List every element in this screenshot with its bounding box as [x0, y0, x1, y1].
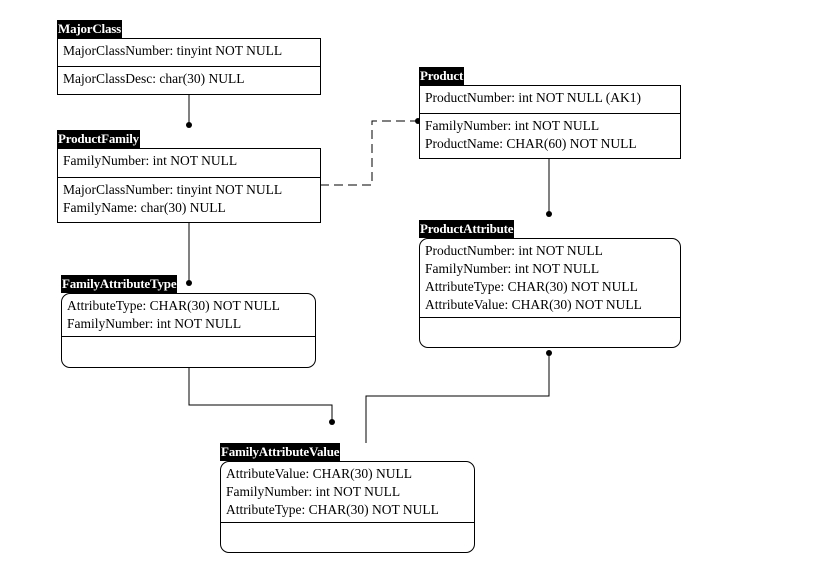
entity-body: AttributeValue: CHAR(30) NULL FamilyNumb… — [220, 461, 475, 553]
entity-body: FamilyNumber: int NOT NULL MajorClassNum… — [57, 148, 321, 223]
entity-title: FamilyAttributeType — [61, 275, 178, 293]
attribute: FamilyNumber: int NOT NULL — [425, 118, 600, 133]
key-section: ProductNumber: int NOT NULL FamilyNumber… — [420, 239, 680, 318]
entity-body: ProductNumber: int NOT NULL FamilyNumber… — [419, 238, 681, 348]
rel-product-productattribute-dot — [546, 211, 552, 217]
entity-title: FamilyAttributeValue — [220, 443, 341, 461]
key-section: MajorClassNumber: tinyint NOT NULL — [58, 39, 320, 67]
key-attribute: AttributeType: CHAR(30) NOT NULL — [226, 502, 439, 517]
key-attribute: ProductNumber: int NOT NULL — [425, 243, 603, 258]
attribute-section: FamilyNumber: int NOT NULL ProductName: … — [420, 114, 680, 153]
rel-familyattributevalue-productattribute — [365, 355, 550, 443]
entity-title: MajorClass — [57, 20, 122, 38]
entity-body: AttributeType: CHAR(30) NOT NULL FamilyN… — [61, 293, 316, 368]
key-section: AttributeType: CHAR(30) NOT NULL FamilyN… — [62, 294, 315, 337]
attribute-section — [420, 318, 680, 321]
rel-familyattributevalue-productattribute-dot — [546, 350, 552, 356]
key-section: AttributeValue: CHAR(30) NULL FamilyNumb… — [221, 462, 474, 523]
entity-title: ProductAttribute — [419, 220, 515, 238]
entity-title: ProductFamily — [57, 130, 140, 148]
entity-body: MajorClassNumber: tinyint NOT NULL Major… — [57, 38, 321, 95]
key-attribute: FamilyNumber: int NOT NULL — [425, 261, 600, 276]
entity-productattribute[interactable]: ProductAttribute ProductNumber: int NOT … — [419, 220, 681, 348]
entity-familyattributevalue[interactable]: FamilyAttributeValue AttributeValue: CHA… — [220, 443, 475, 553]
attribute: ProductName: CHAR(60) NOT NULL — [425, 136, 637, 151]
entity-body: ProductNumber: int NOT NULL (AK1) Family… — [419, 85, 681, 159]
key-attribute: AttributeType: CHAR(30) NOT NULL — [425, 279, 638, 294]
entity-familyattributetype[interactable]: FamilyAttributeType AttributeType: CHAR(… — [61, 275, 316, 368]
key-attribute: AttributeValue: CHAR(30) NULL — [226, 466, 412, 481]
attribute: MajorClassDesc: char(30) NULL — [63, 71, 245, 86]
key-attribute: FamilyNumber: int NOT NULL — [67, 316, 242, 331]
attribute-section: MajorClassNumber: tinyint NOT NULL Famil… — [58, 178, 320, 217]
entity-title: Product — [419, 67, 465, 85]
key-attribute: FamilyNumber: int NOT NULL — [63, 153, 238, 168]
key-attribute: ProductNumber: int NOT NULL (AK1) — [425, 90, 641, 105]
attribute: FamilyName: char(30) NULL — [63, 200, 226, 215]
key-attribute: AttributeType: CHAR(30) NOT NULL — [67, 298, 280, 313]
entity-product[interactable]: Product ProductNumber: int NOT NULL (AK1… — [419, 67, 681, 159]
key-section: FamilyNumber: int NOT NULL — [58, 149, 320, 178]
key-attribute: AttributeValue: CHAR(30) NOT NULL — [425, 297, 642, 312]
entity-majorclass[interactable]: MajorClass MajorClassNumber: tinyint NOT… — [57, 20, 321, 95]
entity-productfamily[interactable]: ProductFamily FamilyNumber: int NOT NULL… — [57, 130, 321, 223]
rel-productfamily-product — [320, 120, 416, 186]
attribute-section — [62, 337, 315, 340]
attribute-section — [221, 523, 474, 526]
rel-familyattributetype-familyattributevalue — [188, 367, 333, 420]
rel-familyattributetype-familyattributevalue-dot — [329, 419, 335, 425]
key-section: ProductNumber: int NOT NULL (AK1) — [420, 86, 680, 114]
rel-productfamily-familyattributetype-dot — [186, 280, 192, 286]
attribute: MajorClassNumber: tinyint NOT NULL — [63, 182, 283, 197]
rel-majorclass-productfamily-dot — [186, 122, 192, 128]
key-attribute: MajorClassNumber: tinyint NOT NULL — [63, 43, 283, 58]
attribute-section: MajorClassDesc: char(30) NULL — [58, 67, 320, 88]
key-attribute: FamilyNumber: int NOT NULL — [226, 484, 401, 499]
